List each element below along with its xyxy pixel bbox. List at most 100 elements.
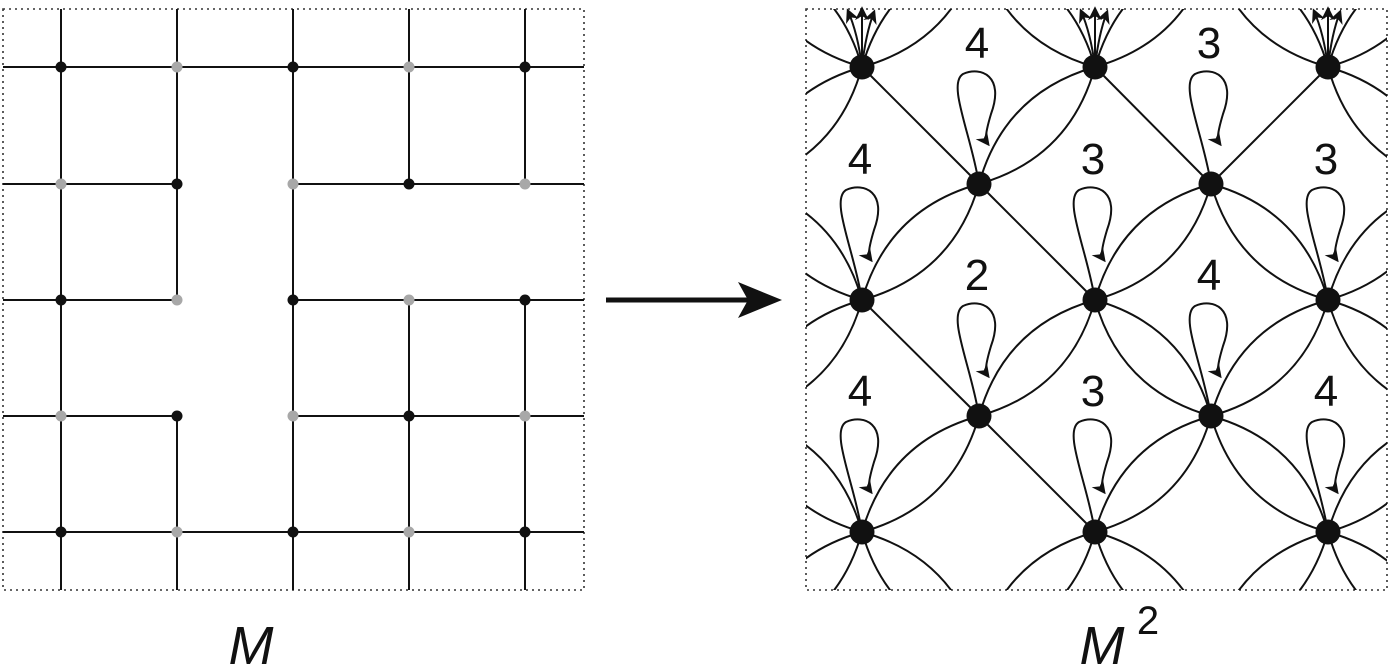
self-loop <box>1188 302 1229 417</box>
right-graph-nodes <box>849 54 1341 545</box>
graph-node <box>849 287 875 313</box>
loop-label: 3 <box>1314 135 1338 184</box>
graph-node <box>1198 171 1224 197</box>
right-panel-border <box>805 8 1388 591</box>
graph-edge <box>806 66 863 95</box>
graph-edge <box>1327 299 1387 391</box>
left-grid-edges <box>3 9 584 590</box>
graph-edge <box>1210 183 1329 301</box>
graph-node <box>1315 54 1341 80</box>
graph-edge <box>861 415 980 533</box>
graph-edge <box>1094 415 1212 533</box>
right-graph-loops <box>839 6 1346 533</box>
self-loop <box>1305 418 1346 533</box>
graph-edge <box>861 415 980 533</box>
grid-node-black <box>171 410 183 422</box>
left-grid-nodes <box>55 61 531 538</box>
graph-edge <box>1094 183 1212 301</box>
loop-label: 3 <box>1081 367 1105 416</box>
graph-edge <box>806 66 863 156</box>
graph-edge <box>861 9 953 68</box>
graph-edge <box>861 531 892 590</box>
graph-edge <box>1327 9 1358 68</box>
grid-node-black <box>55 526 67 538</box>
self-loop <box>1072 418 1113 533</box>
graph-edge <box>1327 66 1387 98</box>
graph-edge <box>806 272 863 301</box>
graph-edge <box>806 39 863 68</box>
grid-node-gray <box>55 178 67 190</box>
graph-edge <box>861 9 892 68</box>
graph-edge <box>861 66 980 185</box>
right-caption-superscript: 2 <box>1137 599 1159 643</box>
graph-edge <box>1237 531 1329 590</box>
grid-node-gray <box>519 410 531 422</box>
graph-edge <box>1065 531 1096 590</box>
graph-edge <box>1094 183 1212 301</box>
grid-node-gray <box>55 410 67 422</box>
graph-edge <box>1094 9 1125 68</box>
self-loop <box>956 70 997 185</box>
graph-edge <box>1065 9 1096 68</box>
right-graph-edges <box>806 9 1387 590</box>
self-loop <box>956 302 997 417</box>
graph-edge <box>978 299 1096 417</box>
graph-edge <box>806 299 863 328</box>
graph-edge <box>1327 531 1387 562</box>
graph-edge <box>1210 299 1329 417</box>
graph-edge <box>806 531 863 560</box>
graph-edge <box>1094 299 1212 417</box>
graph-node <box>1315 519 1341 545</box>
loop-label: 4 <box>848 135 872 184</box>
graph-edge <box>978 415 1096 533</box>
graph-edge <box>1094 531 1125 590</box>
graph-edge <box>1327 441 1387 533</box>
grid-node-black <box>403 178 415 190</box>
graph-edge <box>978 66 1096 185</box>
self-loop <box>839 186 880 301</box>
self-loop <box>839 418 880 533</box>
self-loop <box>1188 70 1229 185</box>
self-loop <box>1305 186 1346 301</box>
grid-node-black <box>171 178 183 190</box>
graph-edge <box>1005 9 1096 68</box>
grid-node-black <box>287 294 299 306</box>
graph-edge <box>1094 299 1212 417</box>
graph-edge <box>1094 9 1185 68</box>
graph-edge <box>861 183 980 301</box>
grid-node-black <box>519 61 531 73</box>
grid-node-gray <box>171 61 183 73</box>
left-panel-graph-m <box>2 8 585 591</box>
graph-edge <box>1094 415 1212 533</box>
grid-node-gray <box>171 526 183 538</box>
graph-edge <box>978 66 1096 185</box>
graph-node <box>849 54 875 80</box>
graph-edge <box>1210 415 1329 533</box>
grid-node-black <box>287 526 299 538</box>
graph-edge <box>1327 270 1387 301</box>
right-caption: M <box>1080 616 1125 670</box>
loop-label: 4 <box>965 19 989 68</box>
graph-edge <box>978 299 1096 417</box>
grid-node-black <box>519 526 531 538</box>
graph-edge <box>1094 66 1212 185</box>
left-caption: M <box>229 616 274 670</box>
graph-edge <box>1005 531 1096 590</box>
grid-node-black <box>403 410 415 422</box>
graph-edge <box>1210 415 1329 533</box>
graph-edge <box>1327 502 1387 533</box>
graph-edge <box>806 299 863 388</box>
loop-label: 4 <box>848 367 872 416</box>
grid-node-black <box>55 294 67 306</box>
graph-node <box>1315 287 1341 313</box>
graph-edge <box>1210 66 1329 185</box>
grid-node-gray <box>519 178 531 190</box>
grid-node-gray <box>403 526 415 538</box>
graph-edge <box>806 444 863 533</box>
grid-node-black <box>287 61 299 73</box>
graph-edge <box>806 212 863 301</box>
graph-edge <box>1298 531 1329 590</box>
graph-edge <box>861 531 953 590</box>
